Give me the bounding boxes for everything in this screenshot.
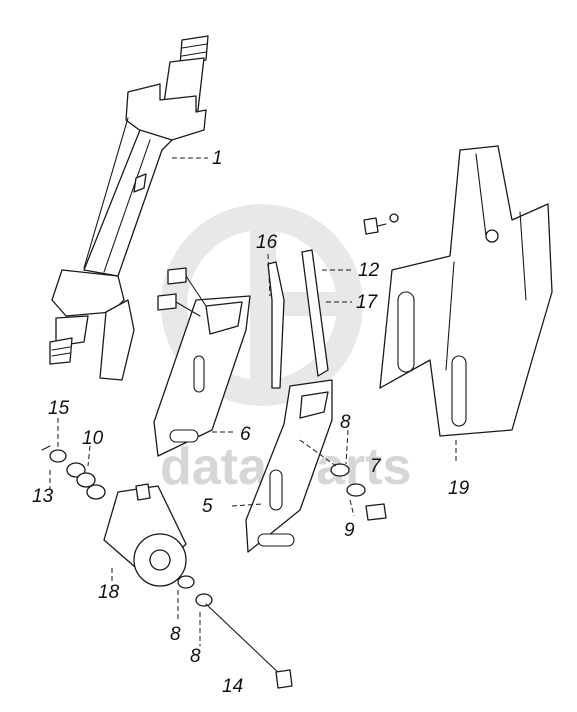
callout-10: 10 [82, 428, 104, 449]
callout-17: 17 [356, 292, 379, 313]
long-bolt-14 [205, 603, 293, 689]
strip-16 [267, 261, 285, 389]
nut-9 [346, 483, 387, 521]
strip-17 [301, 249, 329, 377]
callout-19: 19 [448, 478, 470, 499]
steering-column-tube [49, 35, 209, 381]
callout-8-lower-right: 8 [190, 646, 201, 667]
callout-1: 1 [212, 148, 223, 169]
callout-6: 6 [240, 424, 251, 445]
bracket-right [379, 145, 553, 437]
callout-16: 16 [256, 232, 278, 253]
bolt-top [363, 213, 399, 235]
callout-12: 12 [358, 260, 380, 281]
callout-5: 5 [202, 496, 213, 517]
bracket-center [245, 379, 333, 553]
callout-labels: 1 16 12 17 15 10 13 6 8 7 5 9 19 18 8 8 … [32, 148, 470, 697]
callout-8-lower-left: 8 [170, 624, 181, 645]
washer-8-lower [177, 575, 213, 607]
washer-stack [41, 445, 106, 500]
callout-14: 14 [222, 676, 243, 697]
callout-8-upper: 8 [340, 412, 351, 433]
callout-7: 7 [370, 456, 382, 477]
callout-18: 18 [98, 582, 120, 603]
bracket-left [153, 267, 251, 457]
callout-9: 9 [344, 520, 355, 541]
callout-13: 13 [32, 486, 54, 507]
washer-7 [330, 463, 350, 477]
callout-15: 15 [48, 398, 70, 419]
motor-unit [103, 483, 187, 587]
leader-lines [49, 157, 457, 646]
